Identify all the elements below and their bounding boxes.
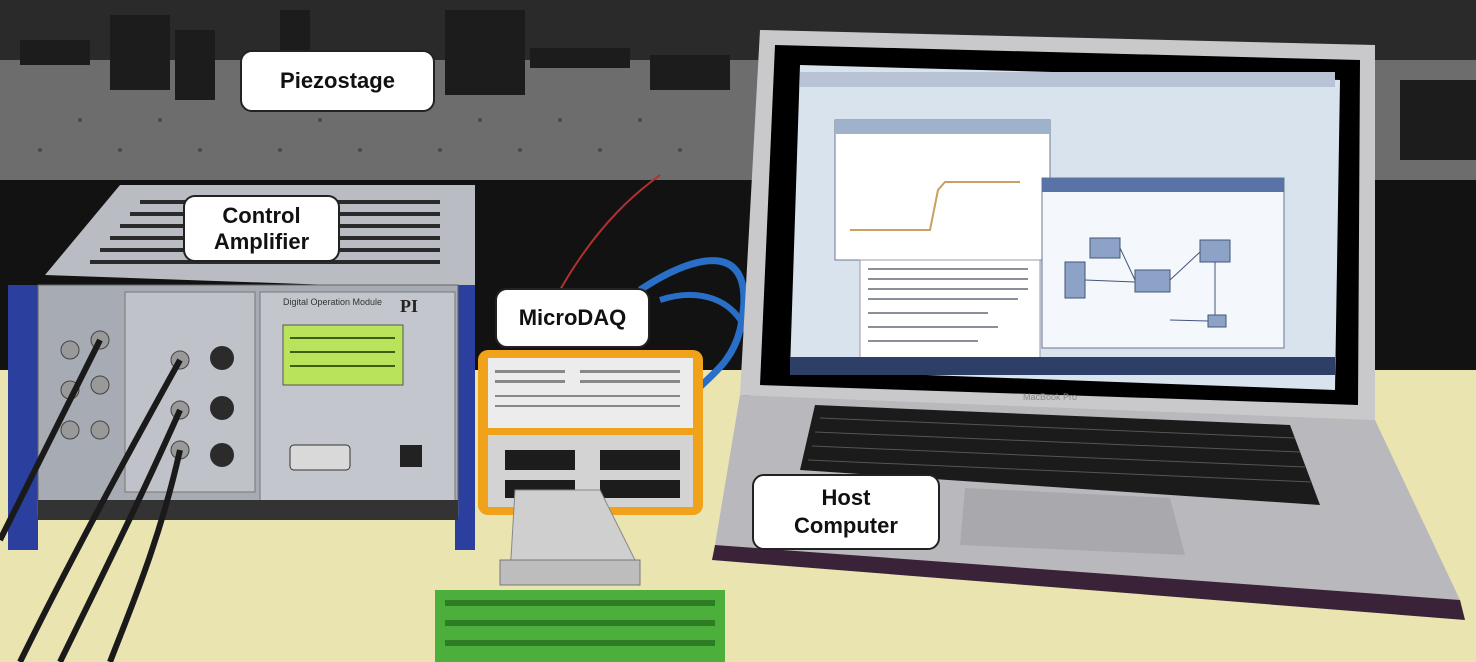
optical-mounts [20, 10, 1476, 160]
controller-right-handle [455, 285, 475, 550]
module-title: Digital Operation Module [283, 297, 382, 307]
label-piezostage-text: Piezostage [280, 68, 395, 93]
step-response-curve [850, 181, 1020, 231]
laptop-keyboard [800, 405, 1320, 505]
taskbar [790, 357, 1335, 375]
laptop-base-edge [712, 545, 1465, 620]
laptop-trackpad [960, 488, 1185, 555]
red-wire [559, 174, 661, 291]
control-knobs [210, 346, 234, 467]
diagram-blocks [1064, 237, 1231, 328]
screen-menubar [800, 72, 1335, 87]
terminal-screws [445, 600, 715, 646]
digital-operation-module [259, 291, 456, 503]
controller-base [38, 500, 458, 520]
optical-table-holes [38, 118, 682, 152]
controller-left-handle [8, 285, 38, 550]
label-host-computer-line2: Computer [794, 513, 898, 538]
ribbon-connector [499, 559, 641, 586]
console-text-lines [868, 268, 1028, 342]
bnc-cables [0, 338, 183, 662]
lcd-display [282, 324, 404, 386]
label-control-amplifier-line2: Amplifier [213, 228, 310, 254]
microdaq-connector-4 [600, 480, 680, 498]
microdaq-connector-1 [505, 450, 575, 470]
microdaq-connector-2 [600, 450, 680, 470]
xcos-titlebar [1042, 178, 1284, 192]
label-control-amplifier: Control Amplifier [183, 195, 340, 262]
ethernet-cable [638, 257, 748, 402]
gpib-port [289, 444, 351, 471]
lcd-text-lines [290, 337, 395, 367]
plot-window [834, 119, 1051, 261]
pi-logo: PI [400, 296, 418, 316]
label-piezostage: Piezostage [240, 50, 435, 112]
label-host-computer: Host Computer [752, 474, 940, 550]
label-host-computer-line1: Host [821, 485, 871, 510]
laptop-brand-text: MacBook Pro [1023, 392, 1077, 402]
microdaq-label-print [495, 370, 680, 407]
console-window [859, 259, 1041, 371]
microdaq-top-panel [488, 358, 693, 428]
label-microdaq: MicroDAQ [495, 288, 650, 348]
label-control-amplifier-line1: Control [222, 202, 301, 228]
keyboard-key-rows [807, 417, 1313, 483]
label-microdaq-text: MicroDAQ [518, 305, 627, 330]
amplifier-module [124, 291, 256, 493]
diagram-links [1084, 247, 1216, 322]
usb-port [400, 445, 422, 467]
plot-window-titlebar [835, 120, 1050, 134]
